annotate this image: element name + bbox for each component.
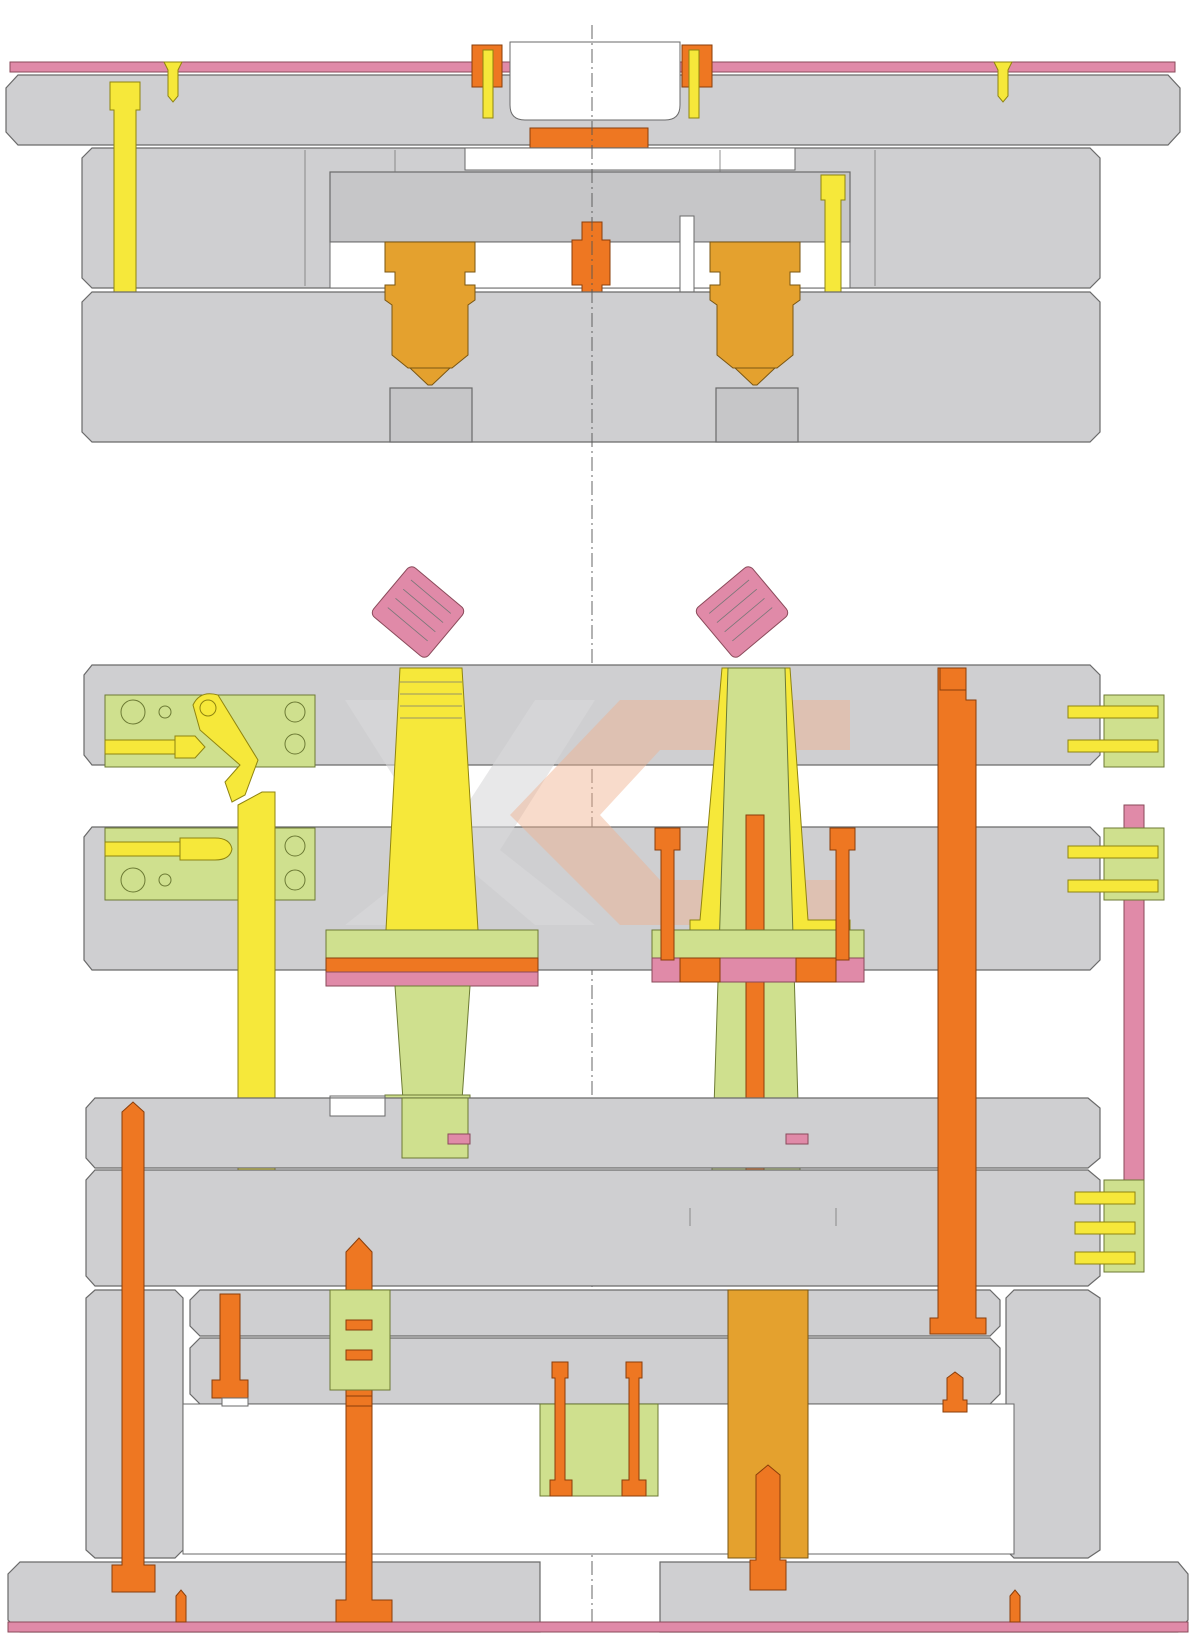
support-plate — [85, 1169, 1101, 1287]
screw-bottom-right — [1009, 1589, 1021, 1623]
core-plate-right-orange — [679, 957, 721, 983]
core-plate-left-lime — [325, 929, 539, 959]
nozzle-tip-left — [408, 367, 452, 386]
latch-screw-icon — [284, 701, 306, 723]
pink-pin-right — [785, 1133, 809, 1145]
ejector-bolt-center-left — [549, 1361, 573, 1497]
guide-band — [345, 1349, 373, 1361]
manifold-cavity — [464, 147, 796, 171]
molded-parts — [371, 566, 789, 658]
molded-cap-right — [695, 566, 789, 658]
ejector-bolt-center-right — [621, 1361, 647, 1497]
latch-hook — [192, 693, 259, 803]
latch-screw-icon — [284, 733, 306, 755]
guide-band — [345, 1395, 373, 1407]
bolt-top-right — [688, 49, 700, 119]
return-pin-left — [111, 1101, 156, 1593]
latch-spring-lower — [104, 841, 181, 857]
latch-screw-icon — [158, 705, 172, 719]
stop-pin-right — [942, 1371, 968, 1413]
core-foot-left-top — [401, 1097, 469, 1159]
ejector-bolt-washer — [221, 1397, 249, 1407]
molded-cap-left — [371, 566, 465, 658]
latch-spring-upper — [104, 739, 176, 755]
watermark-c — [510, 700, 850, 925]
nozzle-tip-right — [733, 367, 777, 386]
latch-screw-icon — [158, 873, 172, 887]
bolt-pillar-right — [749, 1464, 787, 1591]
side-screw — [1074, 1191, 1136, 1205]
cavity-insert-left — [389, 387, 473, 443]
side-screw — [1067, 705, 1159, 719]
pink-pin-left — [447, 1133, 471, 1145]
side-screw — [1074, 1221, 1136, 1235]
latch-screw-icon — [284, 835, 306, 857]
cavity-plate — [81, 291, 1101, 443]
bottom-insulation-strip — [7, 1621, 1189, 1633]
guide-band — [345, 1319, 373, 1331]
latch-screw-icon — [120, 699, 146, 725]
screw-top-small-right — [993, 61, 1013, 103]
screw-top-small-left — [163, 61, 183, 103]
hot-nozzle-right — [709, 241, 801, 369]
side-screw — [1074, 1251, 1136, 1265]
bolt-core-right-right — [829, 827, 856, 961]
ejector-retainer-plate — [189, 1289, 1001, 1337]
latch-plunger-lower — [179, 837, 233, 861]
side-screw — [1067, 739, 1159, 753]
core-plate-right-lime — [651, 929, 865, 959]
side-screw — [1067, 845, 1159, 859]
cavity-insert-right — [715, 387, 799, 443]
core-plate-right-orange — [795, 957, 837, 983]
bolt-top-left — [482, 49, 494, 119]
latch-plunger-upper — [174, 735, 206, 759]
thread-core-left — [385, 667, 479, 931]
fixed-half — [5, 41, 1181, 443]
latch-screw-icon — [284, 869, 306, 891]
side-screw — [1067, 879, 1159, 893]
locating-ring-opening — [509, 41, 681, 121]
moving-half — [7, 664, 1189, 1633]
guide-bush-left — [329, 1289, 391, 1391]
ejector-plate — [189, 1337, 1001, 1405]
spacer-block-right — [1005, 1289, 1101, 1559]
core-slot-left-gap — [329, 1097, 386, 1117]
core-plate-left-pink — [325, 971, 539, 987]
leader-pin-head — [939, 667, 967, 691]
core-stem-left — [394, 985, 471, 1101]
core-plate-left-orange — [325, 957, 539, 973]
latch-pivot-icon — [199, 699, 217, 717]
latch-screw-icon — [120, 867, 146, 893]
stripper-plate-upper — [83, 664, 1101, 766]
hot-nozzle-left — [384, 241, 476, 369]
bolt-core-right-left — [654, 827, 681, 961]
screw-bottom-left — [175, 1589, 187, 1623]
